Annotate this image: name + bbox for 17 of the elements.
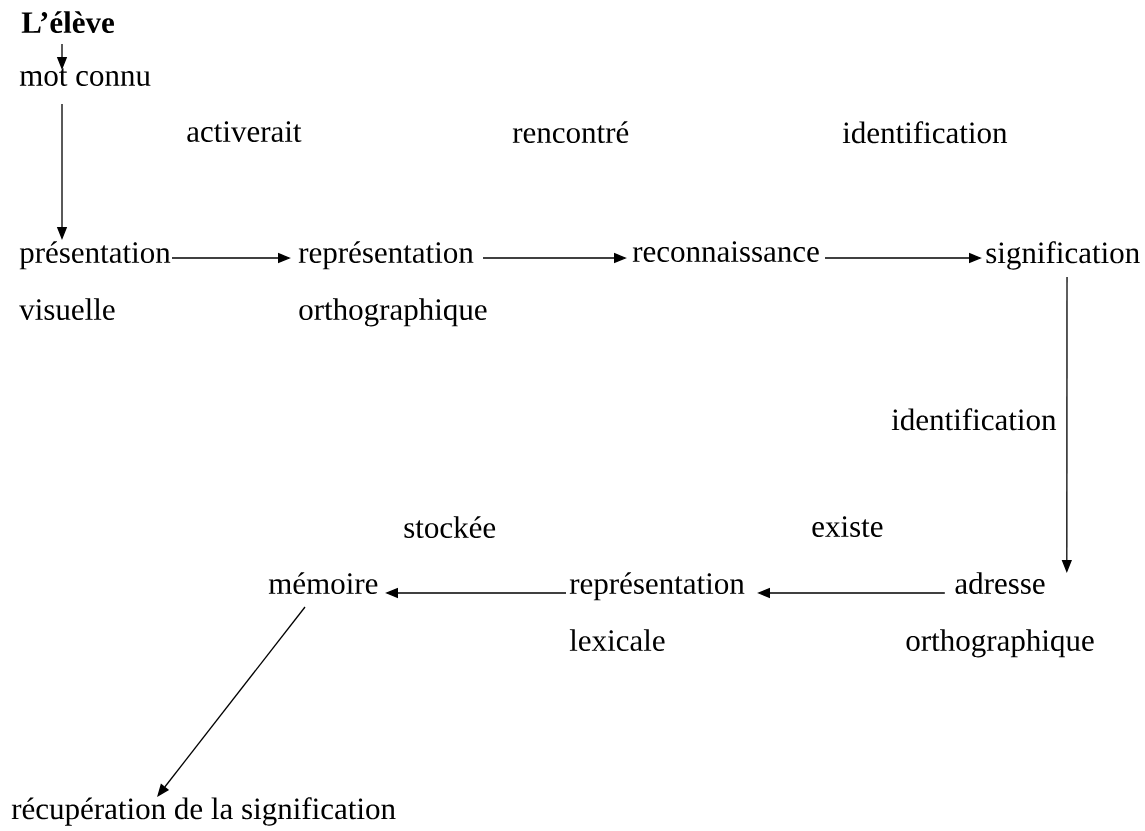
text-label: récupération de la signification <box>11 797 396 826</box>
text-label: existe <box>812 516 883 538</box>
text-label: L’élève <box>21 11 114 34</box>
text-label: représentation lexicale <box>569 572 745 652</box>
text-label: stockée <box>404 516 496 539</box>
text-label: activerait <box>187 121 302 143</box>
text-label: identification <box>891 408 1057 431</box>
text-label: mot connu <box>19 68 151 86</box>
text-label: représentation orthographique <box>298 241 487 327</box>
text-label: reconnaissance <box>632 241 819 263</box>
text-label: identification <box>842 121 1008 144</box>
text-label: présentation visuelle <box>19 241 171 321</box>
text-label: mémoire <box>268 572 378 595</box>
text-label: rencontré <box>512 121 629 144</box>
text-label: adresse orthographique <box>906 572 1094 658</box>
text-label: signification <box>986 241 1140 270</box>
arrow <box>157 606 306 797</box>
